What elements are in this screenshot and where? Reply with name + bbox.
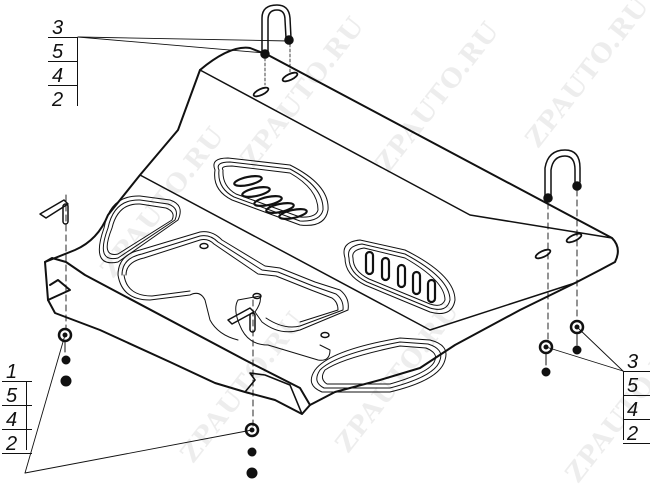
vent-slots-lower bbox=[364, 250, 437, 304]
callout-bottom-left: 1 5 4 2 bbox=[2, 358, 32, 454]
fasteners-right bbox=[538, 319, 585, 377]
leader-lines bbox=[24, 36, 624, 474]
vent-panel-upper bbox=[213, 157, 329, 226]
callout-label: 4 bbox=[623, 396, 650, 420]
callout-label: 1 bbox=[2, 358, 32, 382]
callout-label: 3 bbox=[623, 348, 650, 372]
callout-label: 2 bbox=[52, 89, 64, 111]
skid-plate bbox=[44, 46, 619, 415]
u-bolt-right bbox=[543, 149, 582, 341]
callout-divider bbox=[77, 37, 79, 106]
callout-divider bbox=[26, 381, 28, 450]
callout-label: 2 bbox=[623, 420, 650, 444]
callout-label: 4 bbox=[48, 62, 78, 86]
callout-label: 5 bbox=[623, 372, 650, 396]
callout-divider bbox=[623, 371, 625, 440]
vent-panel-lower bbox=[343, 239, 456, 314]
callout-label: 5 bbox=[48, 38, 78, 62]
callout-label: 3 bbox=[48, 14, 78, 38]
u-bolt-top bbox=[260, 4, 294, 86]
fasteners-bottom-left bbox=[57, 327, 73, 387]
fasteners-bottom-center bbox=[244, 422, 260, 479]
stamped-reliefs bbox=[98, 195, 447, 393]
callout-label: 4 bbox=[2, 406, 32, 430]
callout-top-left: 3 5 4 2 bbox=[48, 14, 79, 111]
vent-slots-upper bbox=[233, 175, 308, 220]
callout-label: 2 bbox=[2, 430, 32, 454]
u-bolt-slots bbox=[252, 71, 583, 260]
callout-bottom-right: 3 5 4 2 bbox=[623, 348, 650, 444]
mounting-holes bbox=[199, 242, 330, 339]
callout-label: 5 bbox=[2, 382, 32, 406]
hook-center bbox=[227, 299, 256, 429]
hook-left bbox=[39, 194, 69, 331]
